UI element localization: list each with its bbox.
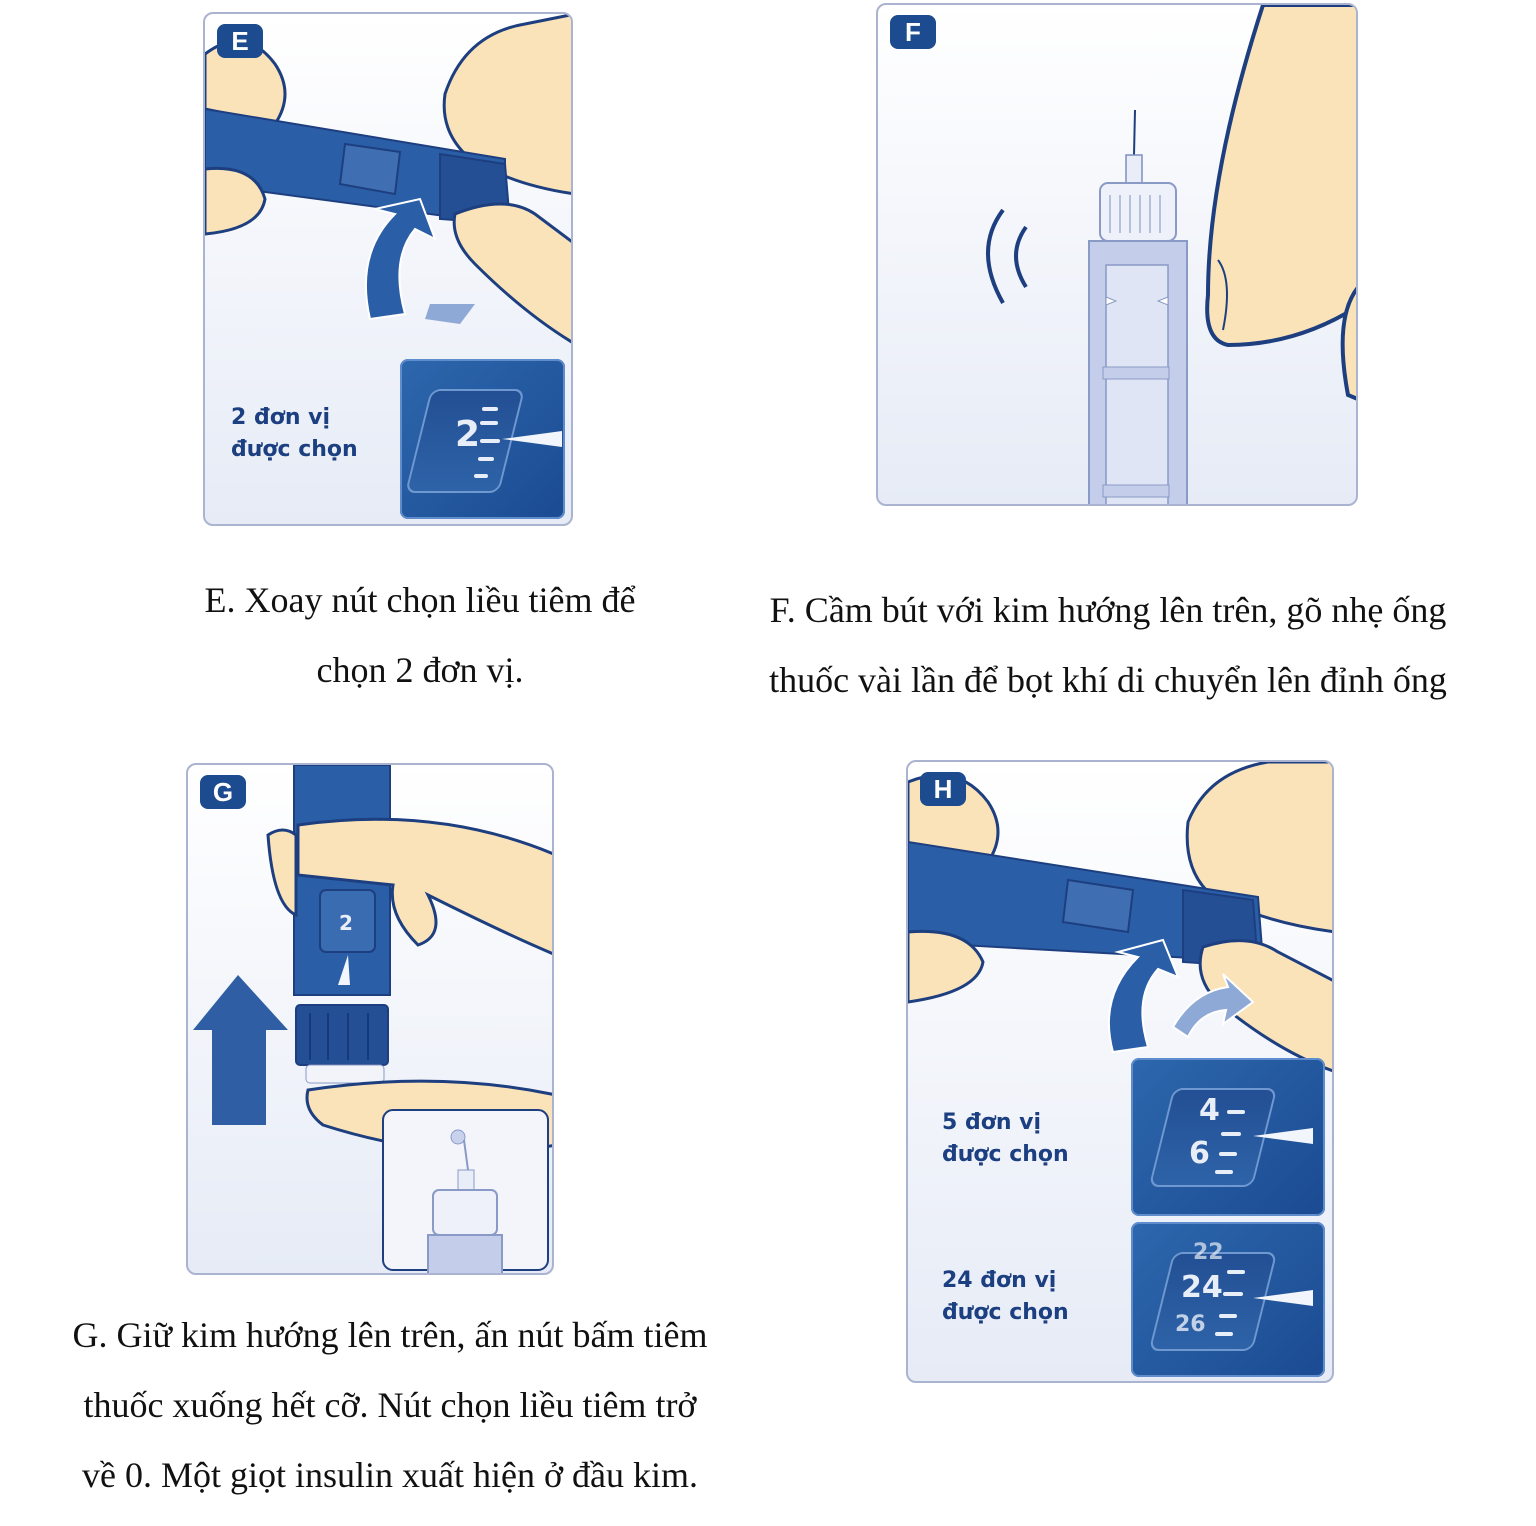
pen-dose-select-illustration	[908, 762, 1332, 1073]
g-dial-number: 2	[339, 911, 353, 935]
dose-5-units-label: 5 đơn vị được chọn	[942, 1110, 1069, 1167]
pen-dial-turn-illustration	[205, 14, 571, 344]
dose-value: 2	[455, 414, 481, 455]
dose-selected-label: 2 đơn vị được chọn	[231, 405, 358, 462]
illustration-panel-f: F	[876, 3, 1358, 506]
dose-counter-24-units: 22 24 26	[1131, 1222, 1325, 1377]
illustration-panel-g: G 2	[186, 763, 554, 1275]
dose-counter-window: 2	[400, 359, 565, 519]
caption-step-f: F. Cầm bút với kim hướng lên trên, gõ nh…	[769, 590, 1447, 700]
dose-24-units-label: 24 đơn vị được chọn	[942, 1268, 1069, 1325]
step-badge-f: F	[890, 15, 936, 49]
illustration-panel-e: E 2 đơn vị được chọn 2	[203, 12, 573, 526]
step-badge-h: H	[920, 772, 966, 806]
caption-step-e: E. Xoay nút chọn liều tiêm để chọn 2 đơn…	[204, 580, 636, 690]
pen-tap-illustration	[986, 5, 1356, 504]
pen-priming-illustration: 2	[193, 765, 552, 1273]
caption-step-g: G. Giữ kim hướng lên trên, ấn nút bấm ti…	[72, 1315, 708, 1495]
dose-counter-5-units: 4 6	[1131, 1058, 1325, 1216]
step-badge-e: E	[217, 24, 263, 58]
illustration-panel-h: H 5 đơn vị được chọn 4 6 24 đơn vị được …	[906, 760, 1334, 1383]
step-badge-g: G	[200, 775, 246, 809]
